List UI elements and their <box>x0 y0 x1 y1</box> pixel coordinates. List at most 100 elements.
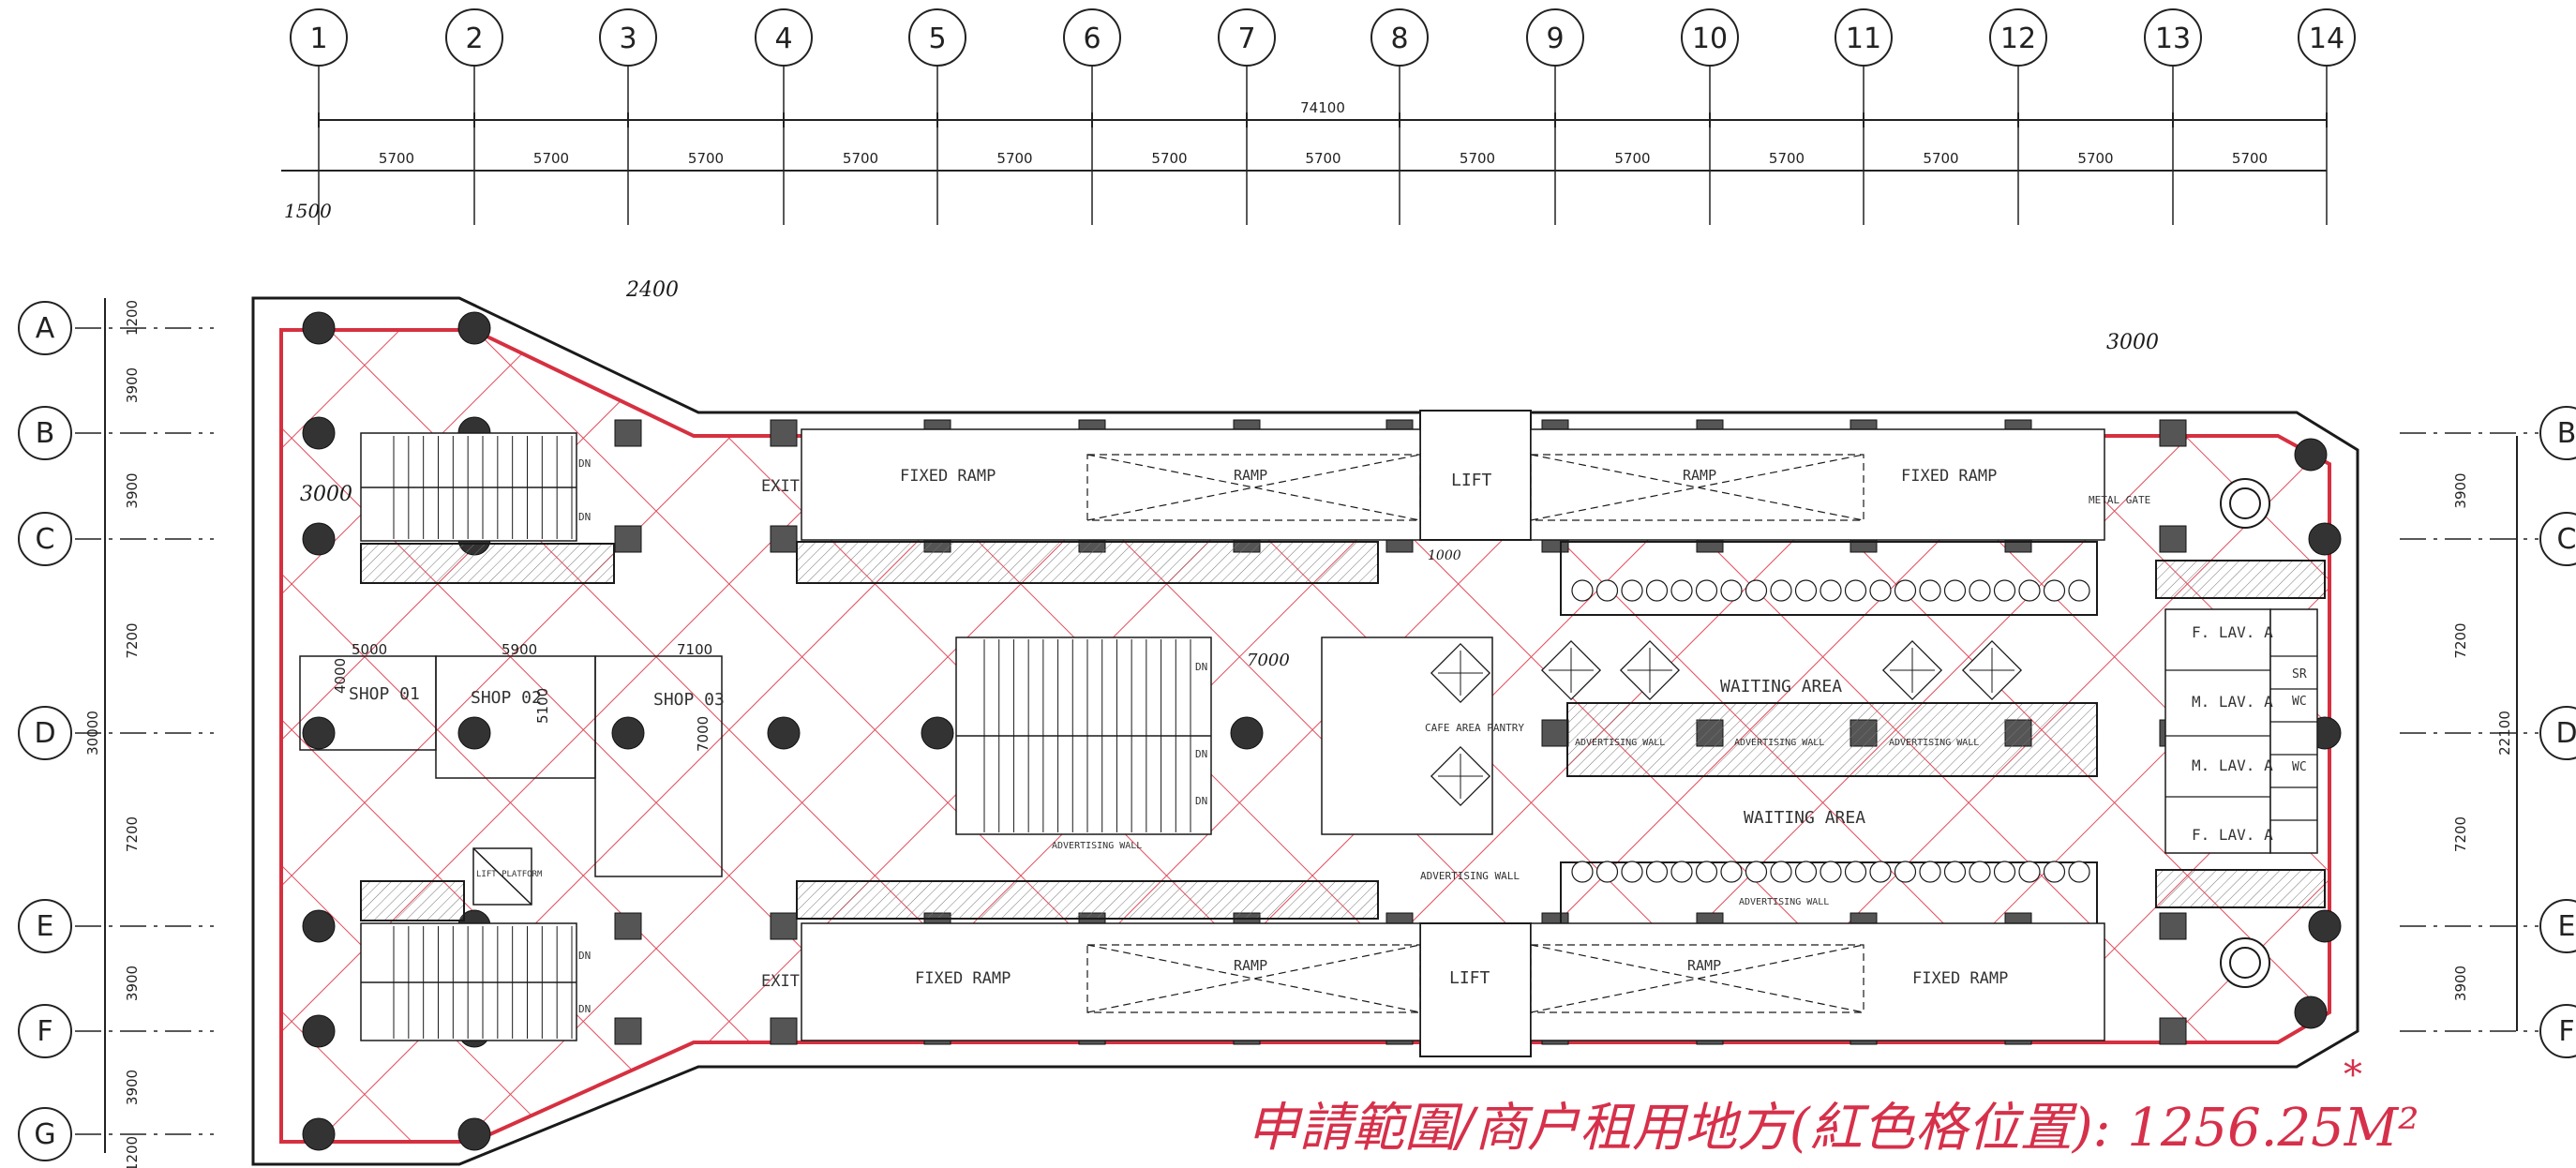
left-row-dim: 3900 <box>124 367 141 403</box>
hand-dim-3000a: 3000 <box>300 483 352 506</box>
structural-column <box>614 419 642 447</box>
ramp-b1-label: RAMP <box>1234 957 1267 974</box>
turnstiles <box>2220 478 2270 988</box>
structural-column <box>614 912 642 940</box>
row-label-right-C: C <box>2557 523 2576 556</box>
hand-dim-7000: 7000 <box>1247 651 1290 670</box>
f-lav-1-label: F. LAV. A <box>2192 623 2273 641</box>
seat <box>1720 861 1743 883</box>
right-total-label: 22100 <box>2496 711 2513 756</box>
dn-label-3: DN <box>578 950 591 962</box>
hand-dim-1000: 1000 <box>1428 548 1461 563</box>
ramp-t1-label: RAMP <box>1234 467 1267 484</box>
row-bubble-E <box>18 899 72 953</box>
fixed-ramp-br-label: FIXED RAMP <box>1912 969 2008 988</box>
structural-column <box>457 311 491 345</box>
bay-dim: 5700 <box>688 150 724 167</box>
seat <box>1645 579 1669 602</box>
seat <box>1645 861 1669 883</box>
right-row-dim: 3900 <box>2452 966 2469 1001</box>
bay-dim: 5700 <box>1769 150 1805 167</box>
hand-dim-2400: 2400 <box>625 278 679 302</box>
left-row-dim: 7200 <box>124 622 141 658</box>
left-row-dim: 7200 <box>124 816 141 852</box>
row-label-B: B <box>36 417 55 450</box>
col-label-7: 7 <box>1237 22 1255 55</box>
row-label-A: A <box>36 312 55 345</box>
col-label-4: 4 <box>774 22 792 55</box>
right-row-dim: 3900 <box>2452 472 2469 508</box>
col-bubble-12 <box>1989 8 2047 67</box>
bay-dim: 5700 <box>379 150 414 167</box>
seat <box>1745 861 1768 883</box>
left-row-dim: 3900 <box>124 1070 141 1105</box>
lift-platform-label: LIFT PLATFORM <box>476 870 543 879</box>
col-bubble-11 <box>1835 8 1893 67</box>
seat <box>1919 861 1941 883</box>
seat <box>1894 861 1917 883</box>
row-bubble-F <box>18 1004 72 1058</box>
seat <box>2018 861 2041 883</box>
shop-01-w: 5000 <box>352 641 387 658</box>
right-row-dim: 7200 <box>2452 816 2469 852</box>
col-bubble-10 <box>1681 8 1739 67</box>
adv-wall-2-label: ADVERTISING WALL <box>1420 870 1520 882</box>
exit-top-label: EXIT <box>761 477 800 496</box>
row-bubble-right-D <box>2539 706 2576 760</box>
shop-03-name: SHOP 03 <box>653 690 725 710</box>
structural-column <box>2159 419 2187 447</box>
seat <box>2043 861 2066 883</box>
left-row-dim: 1200 <box>124 1136 141 1168</box>
seat <box>1794 861 1818 883</box>
ramp-b2-label: RAMP <box>1687 957 1721 974</box>
seat <box>1844 579 1867 602</box>
seat <box>2068 861 2090 883</box>
adv-wall-5-label: ADVERTISING WALL <box>1889 738 1979 748</box>
left-row-dim: 3900 <box>124 472 141 508</box>
table-set <box>1430 745 1491 807</box>
bay-dim: 5700 <box>1614 150 1650 167</box>
structural-column <box>614 525 642 553</box>
structural-column <box>302 522 336 556</box>
bay-dim: 5700 <box>1923 150 1958 167</box>
structural-column <box>1230 716 1264 750</box>
structural-column <box>770 1017 798 1045</box>
seat <box>1770 861 1792 883</box>
dn-label-2: DN <box>578 511 591 523</box>
table-set <box>1961 639 2023 701</box>
f-lav-2-label: F. LAV. A <box>2192 826 2273 844</box>
col-bubble-1 <box>290 8 348 67</box>
cafe-label: CAFE AREA PANTRY <box>1425 722 1524 734</box>
structural-column <box>302 909 336 943</box>
structural-column <box>2294 438 2328 472</box>
seat <box>1670 579 1693 602</box>
right-row-dim: 7200 <box>2452 622 2469 658</box>
col-bubble-13 <box>2144 8 2202 67</box>
row-bubble-A <box>18 301 72 355</box>
seat <box>1943 861 1967 883</box>
seat <box>1844 861 1867 883</box>
shop-labels: SHOP 01 5000 4000 SHOP 02 5900 5100 SHOP… <box>332 641 725 752</box>
row-bubble-right-C <box>2539 512 2576 566</box>
wall-bands <box>360 541 2326 925</box>
stair-bottom-left <box>360 922 577 1041</box>
seat <box>1820 861 1842 883</box>
shop-03-w: 7100 <box>677 641 712 658</box>
col-label-1: 1 <box>309 22 327 55</box>
seat <box>1969 579 1991 602</box>
seat <box>1695 861 1718 883</box>
seat <box>1969 861 1991 883</box>
seat <box>1571 861 1594 883</box>
col-bubble-2 <box>445 8 503 67</box>
row-label-right-B: B <box>2557 417 2576 450</box>
col-label-9: 9 <box>1546 22 1564 55</box>
seat <box>1993 861 2016 883</box>
bay-dim: 5700 <box>1460 150 1495 167</box>
col-label-11: 11 <box>1846 22 1881 55</box>
row-label-E: E <box>37 910 54 943</box>
shop-01-name: SHOP 01 <box>349 684 420 704</box>
col-label-6: 6 <box>1083 22 1101 55</box>
dn-label-6: DN <box>1195 748 1207 760</box>
table-set <box>1881 639 1943 701</box>
bay-dim: 5700 <box>1305 150 1340 167</box>
